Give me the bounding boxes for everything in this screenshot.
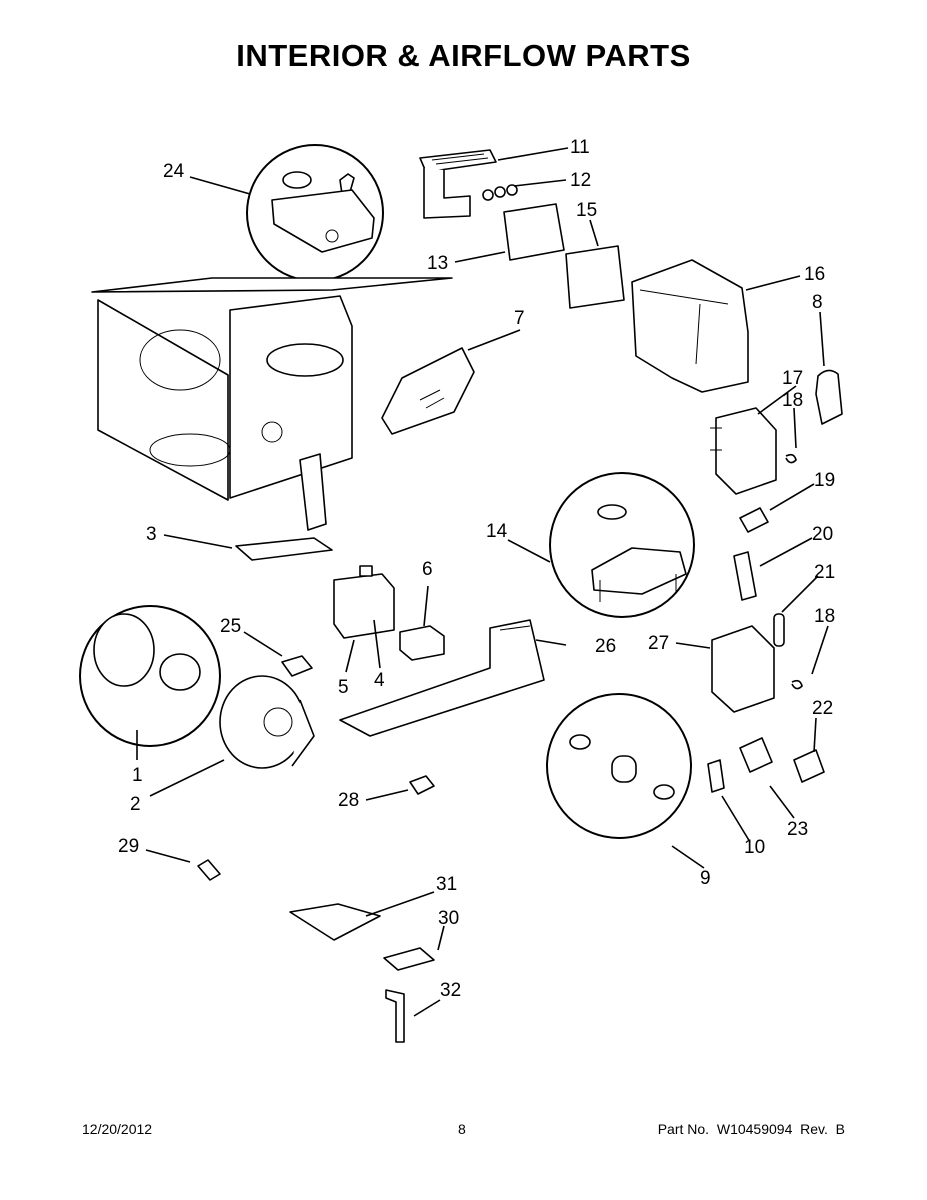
- oven-cavity-assembly: [91, 277, 453, 531]
- part-15-panel: [565, 245, 625, 309]
- part-24-detail-bubble: [246, 144, 384, 282]
- callout-15: 15: [576, 200, 597, 221]
- leader-lines: [136, 147, 829, 1017]
- callout-10: 10: [744, 837, 765, 858]
- callout-30: 30: [438, 908, 459, 929]
- part-23-switch: [739, 737, 773, 773]
- part-13-circuit-board: [503, 203, 565, 261]
- part-9-detail-bubble: [546, 693, 692, 839]
- callout-3: 3: [146, 524, 157, 545]
- part-18-spring-top: [785, 453, 797, 464]
- part-17-assembly: [710, 407, 777, 495]
- callout-8: 8: [812, 292, 823, 313]
- callout-32: 32: [440, 980, 461, 1001]
- part-2-blower: [219, 675, 315, 769]
- callout-28: 28: [338, 790, 359, 811]
- callout-11: 11: [570, 137, 590, 158]
- callout-22: 22: [812, 698, 833, 719]
- footer-page-number: 8: [458, 1121, 466, 1137]
- part-20-switch: [733, 551, 757, 601]
- callout-labels: 24 11 12 15 13 16 8 7 17 18 19 3 14 20 6…: [118, 137, 835, 1001]
- callout-18-top: 18: [782, 390, 803, 411]
- callout-12: 12: [570, 170, 591, 191]
- callout-24: 24: [163, 161, 185, 182]
- part-28-knob: [409, 775, 435, 795]
- part-1-detail-bubble: [79, 605, 221, 747]
- part-21-fuse: [773, 613, 785, 647]
- footer-date: 12/20/2012: [82, 1121, 153, 1137]
- part-3-tray: [235, 537, 333, 561]
- part-11-bracket: [419, 149, 497, 219]
- part-25-bracket: [281, 655, 313, 677]
- part-8-latch: [815, 369, 843, 425]
- callout-31: 31: [436, 874, 457, 895]
- part-29-lamp: [197, 859, 221, 881]
- callout-26: 26: [595, 636, 616, 657]
- part-27-assembly: [711, 625, 775, 713]
- part-32-bracket: [385, 989, 405, 1043]
- callout-5: 5: [338, 677, 349, 698]
- callout-7: 7: [514, 308, 525, 329]
- part-31-plate: [289, 903, 381, 941]
- page-title: INTERIOR & AIRFLOW PARTS: [236, 38, 691, 73]
- part-30-clip: [383, 947, 435, 971]
- part-18-spring-bottom: [791, 679, 803, 690]
- part-12-parts: [482, 184, 518, 201]
- part-16-duct: [631, 259, 749, 393]
- callout-13: 13: [427, 253, 448, 274]
- callout-20: 20: [812, 524, 833, 545]
- part-7-vent-panel: [381, 347, 475, 435]
- part-6-capacitor: [399, 625, 445, 661]
- callout-25: 25: [220, 616, 241, 637]
- callout-18-bottom: 18: [814, 606, 835, 627]
- part-14-detail-bubble: [549, 472, 695, 618]
- callout-19: 19: [814, 470, 835, 491]
- callout-6: 6: [422, 559, 433, 580]
- part-22-switch: [793, 749, 825, 783]
- callout-1: 1: [132, 765, 143, 786]
- footer-part-number: Part No. W10459094 Rev. B: [657, 1121, 845, 1137]
- part-19-connector: [739, 507, 769, 533]
- callout-27: 27: [648, 633, 669, 654]
- callout-14: 14: [486, 521, 508, 542]
- callout-4: 4: [374, 670, 385, 691]
- callout-23: 23: [787, 819, 808, 840]
- callout-9: 9: [700, 868, 711, 889]
- callout-16: 16: [804, 264, 825, 285]
- part-10-clip: [707, 759, 725, 793]
- callout-17: 17: [782, 368, 803, 389]
- callout-2: 2: [130, 794, 141, 815]
- callout-21: 21: [814, 562, 835, 583]
- callout-29: 29: [118, 836, 139, 857]
- part-4-5-magnetron: [333, 565, 395, 639]
- part-26-duct: [339, 619, 545, 737]
